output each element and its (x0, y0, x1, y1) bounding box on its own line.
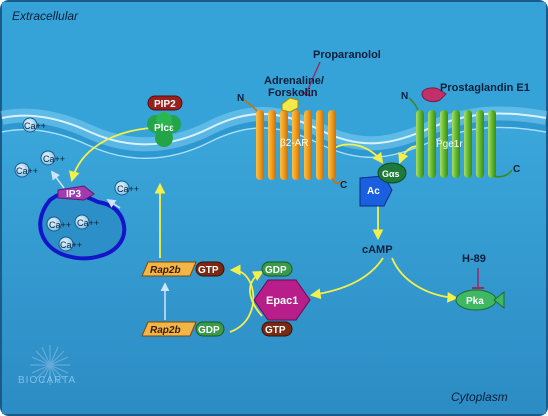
gdp-free (261, 261, 293, 277)
pge1r-receptor: N C Pge1r (401, 91, 520, 178)
svg-text:N: N (237, 93, 244, 104)
epac1-label: Epac1 (266, 295, 298, 307)
ip3-molecule (57, 185, 95, 201)
svg-text:Ca++: Ca++ (16, 166, 38, 176)
calcium-ion-5: Ca++ (46, 216, 71, 232)
arrow-b2ar-to-gas (333, 143, 384, 164)
rap2b-gtp: Rap2b GTP (141, 261, 225, 277)
svg-text:GDP: GDP (198, 325, 220, 336)
arrow-camp-to-pka (391, 257, 459, 303)
calcium-ion-3: Ca++ (14, 162, 38, 178)
calcium-ion-2: Ca++ (40, 150, 65, 166)
svg-text:Ca++: Ca++ (60, 240, 82, 250)
calcium-ion-1: Ca++ (22, 117, 46, 133)
ac-label: Ac (367, 186, 380, 197)
arrow-ca-release (50, 170, 65, 189)
biocarta-logo: BIOCARTA (18, 345, 76, 386)
svg-text:C: C (513, 164, 520, 175)
calcium-ion-4: Ca++ (114, 180, 139, 196)
extracellular-label: Extracellular (12, 9, 79, 23)
svg-text:N: N (401, 91, 408, 102)
prostaglandin-label: Prostaglandin E1 (440, 82, 530, 94)
svg-text:GTP: GTP (265, 325, 286, 336)
cytoplasm-label: Cytoplasm (451, 390, 508, 404)
svg-text:Rap2b: Rap2b (150, 325, 181, 336)
propranolol-inhibition-bar (300, 91, 312, 97)
arrow-plce-to-ip3 (69, 127, 151, 183)
svg-text:Ca++: Ca++ (77, 218, 99, 228)
pge1r-label: Pge1r (436, 139, 463, 150)
prostaglandin-ligand (421, 87, 447, 103)
ip3-label: IP3 (66, 189, 81, 200)
extracellular-region (2, 2, 546, 145)
b2ar-receptor: N C β2-AR (237, 93, 347, 191)
propranolol-label: Proparanolol (313, 49, 381, 61)
gtp-free (261, 321, 293, 337)
svg-text:BIOCARTA: BIOCARTA (18, 375, 76, 386)
adrenaline-label-1: Adrenaline/ (264, 75, 324, 87)
epac1-protein (253, 279, 311, 321)
arrow-camp-to-epac1 (309, 257, 384, 300)
adrenaline-ligand (281, 97, 299, 113)
h89-label: H-89 (462, 253, 486, 265)
plce-enzyme: Plcε (147, 112, 181, 147)
pip2-node (147, 95, 183, 111)
gas-protein (377, 162, 407, 184)
pip2-label: PIP2 (154, 99, 176, 110)
svg-text:Ca++: Ca++ (117, 184, 139, 194)
calcium-ion-6: Ca++ (74, 214, 99, 230)
b2ar-label: β2-AR (280, 138, 309, 149)
arrow-gdp-exchange (229, 264, 255, 333)
calcium-ion-7: Ca++ (58, 236, 82, 252)
propranolol-inhibition (305, 61, 321, 95)
svg-text:GTP: GTP (198, 265, 219, 276)
svg-text:Ca++: Ca++ (43, 154, 65, 164)
svg-text:Plcε: Plcε (154, 123, 174, 134)
svg-text:GDP: GDP (265, 265, 287, 276)
svg-text:Rap2b: Rap2b (150, 265, 181, 276)
pka-kinase: Pka (455, 289, 505, 311)
adrenaline-label-2: Forskolin (268, 87, 318, 99)
arrow-er-release (106, 199, 121, 209)
arrow-epac1-gdp (249, 270, 264, 317)
svg-text:C: C (340, 180, 347, 191)
rap2b-gdp: Rap2b GDP (141, 321, 225, 337)
camp-label: cAMP (362, 244, 393, 256)
svg-text:Ca++: Ca++ (49, 220, 71, 230)
gas-label: Gαs (382, 169, 400, 179)
svg-text:Pka: Pka (466, 296, 484, 307)
svg-text:Ca++: Ca++ (24, 121, 46, 131)
